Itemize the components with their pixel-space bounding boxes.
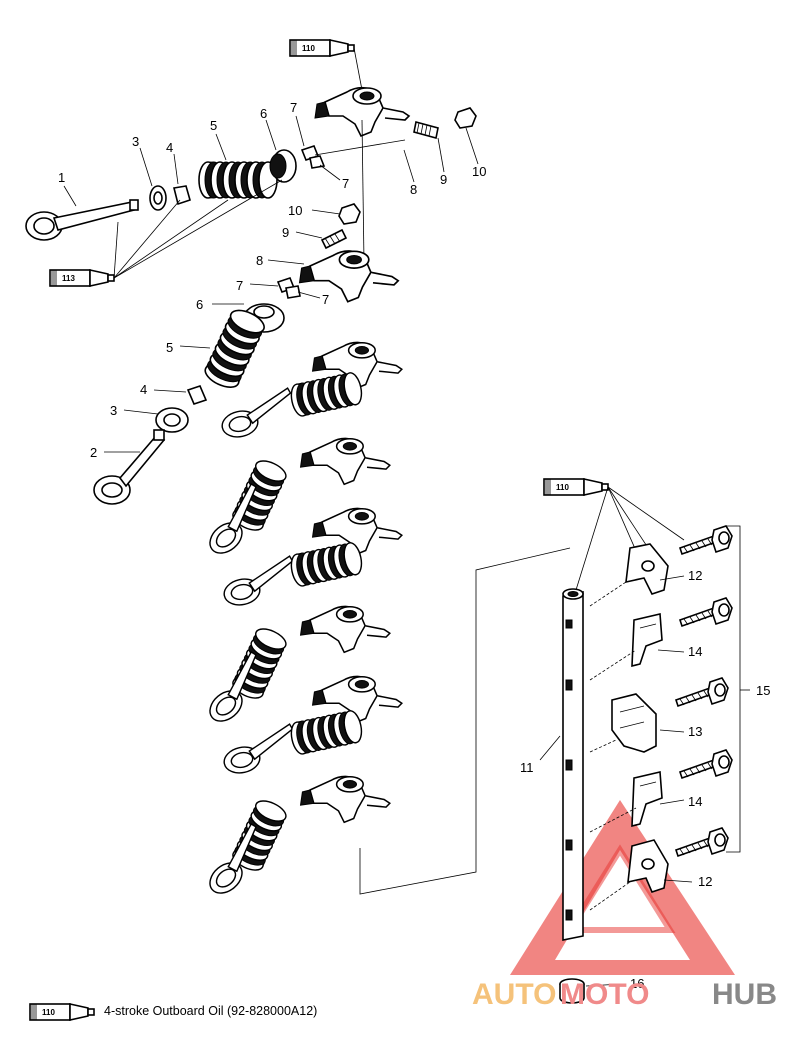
callout-15: 15 (756, 683, 770, 698)
watermark-hub: HUB (712, 978, 777, 1011)
valve-row-3 (218, 555, 300, 609)
callout-5-top: 5 (210, 118, 217, 133)
spring-row-5 (287, 708, 365, 757)
valve-spring-middle (201, 305, 269, 393)
callout-9-mid: 9 (282, 225, 289, 240)
callout-4-top: 4 (166, 140, 173, 155)
callout-10-mid: 10 (288, 203, 302, 218)
lock-nut-top (454, 107, 477, 129)
callout-6-mid: 6 (196, 297, 203, 312)
rocker-arm-middle (298, 250, 400, 303)
rocker-arm-row-2 (299, 437, 391, 486)
valve-row-1 (216, 387, 298, 441)
callout-10-top: 10 (472, 164, 486, 179)
callout-4-mid: 4 (140, 382, 147, 397)
callout-2: 2 (90, 445, 97, 460)
tube-label-top: 110 (302, 44, 315, 53)
spring-seat-middle (155, 407, 189, 433)
callout-14-upper: 14 (688, 644, 702, 659)
callout-12-bottom: 12 (698, 874, 712, 889)
valve-intake-top (25, 199, 139, 241)
rocker-arm-row-6 (299, 775, 391, 824)
spring-row-1 (287, 370, 365, 419)
callout-labels: 1 3 4 5 6 7 7 8 9 10 10 9 8 7 7 6 5 4 3 … (58, 100, 770, 991)
valve-seal-middle (186, 385, 208, 405)
bolt-4 (679, 749, 733, 779)
valve-row-5 (218, 723, 300, 777)
tube-label-shaft: 110 (556, 483, 569, 492)
callout-7-mid-a: 7 (236, 278, 243, 293)
legend-description: 4-stroke Outboard Oil (92-828000A12) (104, 1004, 318, 1018)
bolt-2 (679, 597, 733, 627)
callout-5-mid: 5 (166, 340, 173, 355)
valve-spring-top (198, 161, 278, 199)
bolt-3 (675, 677, 729, 707)
callout-11: 11 (520, 760, 534, 775)
callout-6-top: 6 (260, 106, 267, 121)
rocker-arm-row-4 (299, 605, 391, 654)
watermark-auto: AUTO (472, 978, 556, 1011)
valve-keeper-middle (276, 277, 301, 299)
rocker-to-shaft-bracket (359, 547, 571, 895)
spring-retainer-top (269, 149, 297, 183)
rocker-shaft (562, 588, 584, 941)
valve-keeper-top (300, 145, 326, 169)
callout-13: 13 (688, 724, 702, 739)
valve-seal-top (173, 185, 191, 206)
callout-8-top: 8 (410, 182, 417, 197)
shaft-clamp-12-top (625, 543, 669, 595)
spring-seat-top (149, 185, 167, 211)
callout-12-top: 12 (688, 568, 702, 583)
callout-7-top: 7 (290, 100, 297, 115)
shaft-clamp-13 (611, 693, 657, 753)
callout-14-lower: 14 (688, 794, 702, 809)
shaft-clamp-14-upper (631, 613, 663, 668)
callout-3-top: 3 (132, 134, 139, 149)
valve-exhaust (93, 429, 166, 505)
callout-1: 1 (58, 170, 65, 185)
bushing-16 (559, 978, 585, 1004)
legend-tube: 110 (29, 1003, 95, 1021)
tube-label-left: 113 (62, 274, 75, 283)
callout-9-top: 9 (440, 172, 447, 187)
callout-16: 16 (630, 976, 644, 991)
callout-7-top-b: 7 (342, 176, 349, 191)
legend-tube-label: 110 (42, 1008, 55, 1017)
lock-nut-middle (338, 203, 361, 225)
bolt-5 (675, 827, 729, 857)
bolt-group-bracket (726, 525, 741, 853)
bolt-1 (679, 525, 733, 555)
adjusting-screw-middle (320, 228, 348, 250)
lubricant-tube-left: 113 (49, 269, 115, 287)
shaft-clamp-14-lower (631, 771, 663, 828)
watermark-moto: MOTO (560, 978, 649, 1011)
callout-3-mid: 3 (110, 403, 117, 418)
adjusting-screw-top (413, 121, 439, 139)
spring-row-3 (287, 540, 365, 589)
shaft-clamp-12-bottom (627, 839, 669, 893)
leader-lines (63, 115, 693, 883)
callout-7-mid-b: 7 (322, 292, 329, 307)
watermark-text: AUTO MOTO HUB (472, 978, 777, 1011)
callout-8-mid: 8 (256, 253, 263, 268)
lubricant-tube-shaft: 110 (543, 478, 609, 496)
lubricant-tube-top: 110 (289, 39, 355, 57)
